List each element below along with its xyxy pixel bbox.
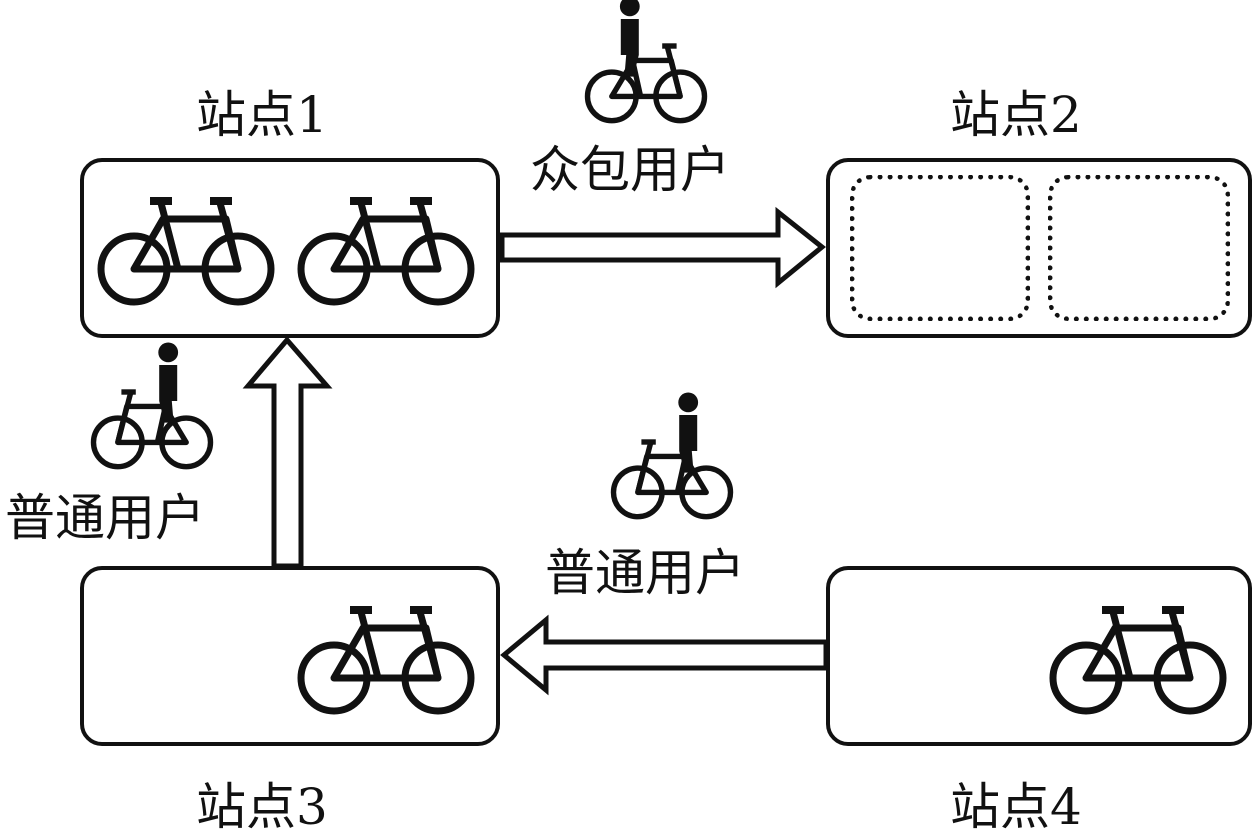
station-2-label: 站点2 (950, 86, 1082, 144)
station-3-label: 站点3 (196, 778, 328, 836)
empty-slot (1048, 175, 1230, 321)
bicycle-icon (301, 201, 471, 302)
flow-4-3-user-label: 普通用户 (545, 544, 745, 602)
bicycle-icon (1053, 610, 1223, 711)
arrow-station4-to-station3 (500, 614, 829, 696)
cyclist-icon (94, 343, 211, 467)
empty-slot (850, 175, 1030, 321)
bicycle-icon (301, 610, 471, 711)
arrow-station3-to-station1 (242, 336, 333, 569)
station-2-box (826, 158, 1252, 338)
arrow-station1-to-station2 (499, 206, 826, 289)
flow-1-2-user-label: 众包用户 (530, 141, 730, 199)
station-4-label: 站点4 (950, 778, 1082, 836)
cyclist-icon (588, 0, 705, 121)
cyclist-icon (614, 393, 731, 517)
bicycle-icon (101, 201, 271, 302)
station-1-label: 站点1 (196, 86, 328, 144)
flow-3-1-user-label: 普通用户 (5, 489, 205, 547)
